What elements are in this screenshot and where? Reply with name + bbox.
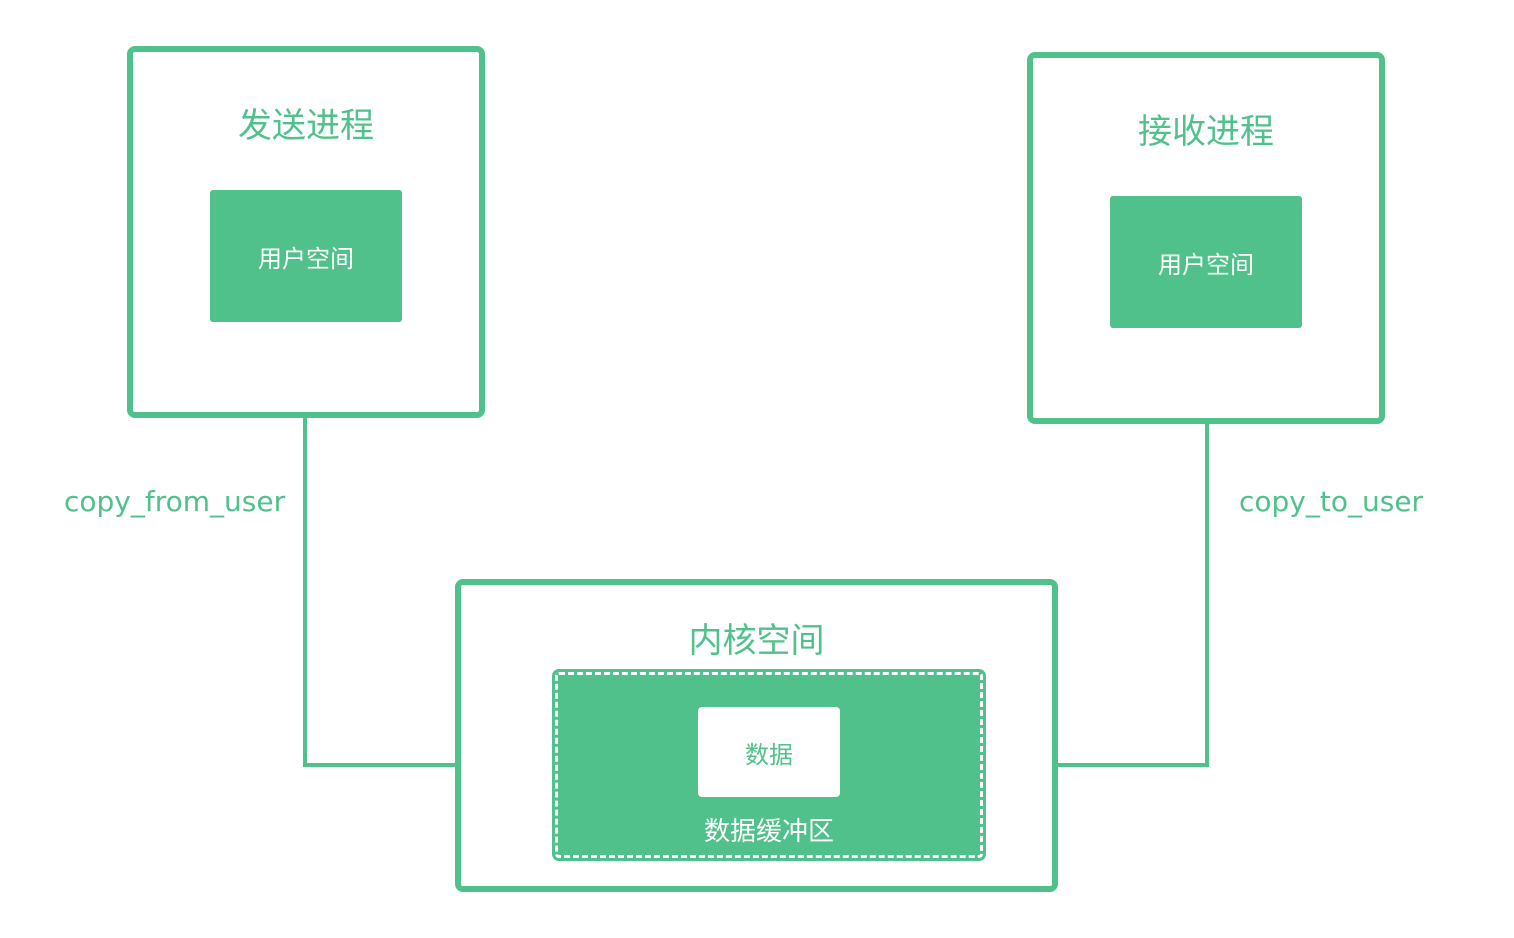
receiver-user-space-box: 用户空间 <box>1110 196 1302 328</box>
kernel-space-title: 内核空间 <box>688 621 825 661</box>
data-box: 数据 <box>698 707 840 797</box>
data-buffer: 数据 数据缓冲区 <box>552 669 986 861</box>
copy-from-user-label: copy_from_user <box>64 485 286 518</box>
receiver-process-title: 接收进程 <box>1138 112 1274 152</box>
copy-from-user-arrow-line <box>303 325 525 767</box>
receiver-process-box: 接收进程 用户空间 <box>1027 52 1385 424</box>
sender-process-title: 发送进程 <box>238 106 374 146</box>
sender-user-space-box: 用户空间 <box>210 190 402 322</box>
copy-to-user-label: copy_to_user <box>1239 485 1424 518</box>
data-buffer-label: 数据缓冲区 <box>703 817 834 847</box>
sender-process-box: 发送进程 用户空间 <box>127 46 485 418</box>
copy-to-user-arrow-line <box>985 360 1209 767</box>
